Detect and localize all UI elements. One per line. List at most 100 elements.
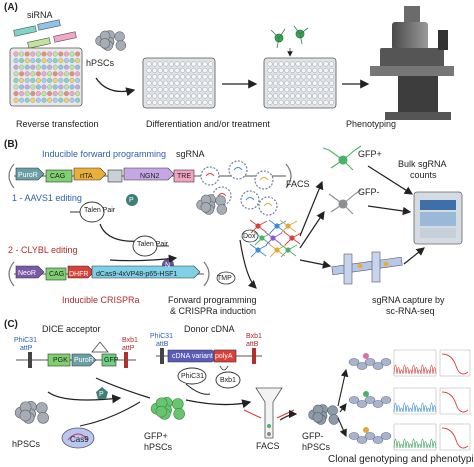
neuron-soma — [255, 223, 261, 229]
plate-well — [278, 80, 284, 86]
plate-well — [19, 77, 25, 83]
plate-well — [312, 93, 318, 99]
talen-pair-icon — [70, 194, 138, 223]
plate-well — [329, 93, 335, 99]
plate-well — [19, 97, 25, 103]
plate-well — [13, 71, 19, 77]
plate-well — [284, 93, 290, 99]
clone-cell — [356, 362, 368, 370]
plate-well — [312, 99, 318, 105]
plate-well — [30, 97, 36, 103]
plate-well — [185, 61, 191, 67]
puromycin-icon — [96, 387, 108, 399]
plate-well — [267, 93, 273, 99]
clone-cell — [372, 436, 384, 444]
clone-cell — [348, 358, 360, 366]
plate-well — [163, 80, 169, 86]
plate-well — [196, 99, 202, 105]
plate-well — [273, 74, 279, 80]
plate-well — [63, 97, 69, 103]
cell — [215, 195, 226, 206]
plate-well — [47, 64, 53, 70]
plate-well — [267, 61, 273, 67]
lentivirus — [254, 170, 274, 190]
facs-sorter-icon — [243, 387, 295, 439]
neurite — [268, 219, 287, 234]
plate-well — [19, 91, 25, 97]
ngn2-label: NGN2 — [140, 173, 160, 180]
clone-cell — [380, 396, 392, 404]
plate-well — [58, 64, 64, 70]
plate-well — [52, 64, 58, 70]
panel-a-label: (A) — [4, 2, 18, 13]
dice-acceptor-construct — [16, 341, 136, 368]
cell — [19, 409, 32, 422]
plate-well — [180, 74, 186, 80]
gfp-gene-label: GFP — [104, 357, 119, 364]
plate-well — [163, 67, 169, 73]
cell — [114, 31, 125, 42]
plate-well — [180, 67, 186, 73]
plate-well — [267, 74, 273, 80]
plate-well — [63, 58, 69, 64]
bulk-sgrna-label: Bulk sgRNA — [398, 159, 447, 169]
plate-well — [202, 93, 208, 99]
gfp-pos-hpscs-label: GFP+ — [144, 431, 168, 441]
plate-well — [69, 51, 75, 57]
plate-well — [208, 87, 214, 93]
plate-well — [63, 51, 69, 57]
plate-well — [157, 67, 163, 73]
plate-well — [24, 91, 30, 97]
plate-well — [35, 71, 41, 77]
plate-well — [146, 80, 152, 86]
sirna-tubes-icon — [13, 19, 77, 49]
plate-well — [75, 91, 81, 97]
sc-rna-seq-label: sc-RNA-seq — [386, 306, 435, 316]
neuron-icon — [270, 25, 309, 57]
plate-well — [157, 80, 163, 86]
plate-well — [13, 97, 19, 103]
plate-well — [157, 74, 163, 80]
plate-well — [41, 77, 47, 83]
plate-well — [306, 80, 312, 86]
plate-well — [152, 61, 158, 67]
tmp-label: TMP — [217, 275, 232, 282]
cas9-icon — [61, 427, 95, 449]
plate-well — [146, 99, 152, 105]
donor-cdna-label: Donor cDNA — [184, 324, 235, 334]
plate-well — [69, 91, 75, 97]
p-label-c: P — [99, 391, 104, 398]
plate-well — [157, 99, 163, 105]
plate-well — [301, 80, 307, 86]
neurite — [283, 231, 302, 246]
clone-cell — [348, 396, 360, 404]
clybl-editing-label: 2 - CLYBL editing — [8, 245, 78, 255]
clone-cell — [380, 358, 392, 366]
cell — [115, 40, 127, 51]
plate-well — [152, 67, 158, 73]
plate-well — [58, 77, 64, 83]
p-label-b: P — [129, 197, 134, 204]
tmp-icon — [216, 271, 236, 285]
lentivirus-library-icon — [200, 160, 278, 216]
dcas9-label: dCas9-4xVP48-p65-HSF1 — [96, 271, 178, 278]
plate-well — [196, 80, 202, 86]
plate-well — [52, 77, 58, 83]
plate-well — [306, 74, 312, 80]
neurite — [253, 231, 272, 246]
plate-well — [47, 97, 53, 103]
cell — [328, 414, 340, 425]
plate-well — [19, 84, 25, 90]
plate-well — [191, 67, 197, 73]
plate-well — [24, 64, 30, 70]
plate-well — [157, 61, 163, 67]
aavs1-editing-label: 1 - AAVS1 editing — [12, 193, 82, 203]
puror-label-b: PuroR — [18, 172, 38, 179]
cell — [37, 412, 49, 424]
gfp-negative-neuron-icon — [328, 189, 362, 215]
phenotype-curve — [441, 391, 469, 413]
plate-well — [289, 67, 295, 73]
neuron-soma — [285, 223, 291, 229]
sirna-plate-icon — [9, 47, 83, 107]
plate-well — [180, 80, 186, 86]
